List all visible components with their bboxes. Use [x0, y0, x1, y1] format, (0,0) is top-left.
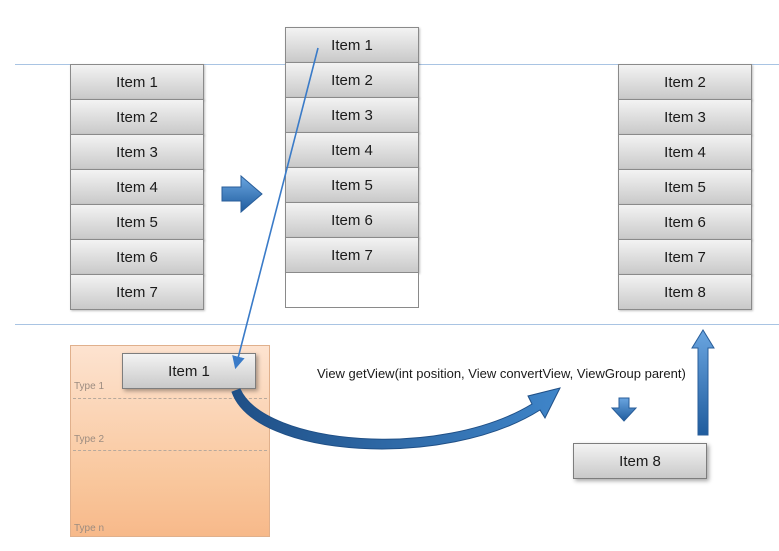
list-item: Item 7	[285, 237, 419, 273]
list-scrolled: Item 1 Item 2 Item 3 Item 4 Item 5 Item …	[285, 27, 419, 308]
list-item: Item 8	[618, 274, 752, 310]
list-item: Item 3	[285, 97, 419, 133]
right-arrow-icon	[221, 174, 263, 214]
up-arrow-icon	[691, 329, 715, 436]
list-item: Item 2	[618, 64, 752, 100]
list-item: Item 4	[70, 169, 204, 205]
list-item: Item 1	[285, 27, 419, 63]
down-arrow-icon	[610, 397, 638, 422]
list-item: Item 4	[285, 132, 419, 168]
type-divider	[73, 450, 267, 451]
list-item: Item 7	[618, 239, 752, 275]
getview-caption: View getView(int position, View convertV…	[317, 366, 686, 381]
list-initial: Item 1 Item 2 Item 3 Item 4 Item 5 Item …	[70, 64, 204, 310]
list-item: Item 3	[618, 99, 752, 135]
list-item: Item 6	[285, 202, 419, 238]
viewport-bottom-line	[15, 324, 779, 325]
empty-slot	[285, 272, 419, 308]
list-item: Item 6	[70, 239, 204, 275]
recycle-line	[232, 47, 319, 370]
type-label: Type n	[74, 523, 105, 534]
type-label: Type 1	[74, 381, 105, 392]
list-item: Item 5	[70, 204, 204, 240]
list-item: Item 2	[70, 99, 204, 135]
list-item: Item 4	[618, 134, 752, 170]
list-item: Item 6	[618, 204, 752, 240]
new-item: Item 8	[573, 443, 707, 479]
curved-arrow-icon	[231, 387, 561, 450]
list-item: Item 5	[285, 167, 419, 203]
list-final: Item 2 Item 3 Item 4 Item 5 Item 6 Item …	[618, 64, 752, 310]
type-label: Type 2	[74, 434, 105, 445]
type-divider	[73, 398, 267, 399]
list-item: Item 7	[70, 274, 204, 310]
